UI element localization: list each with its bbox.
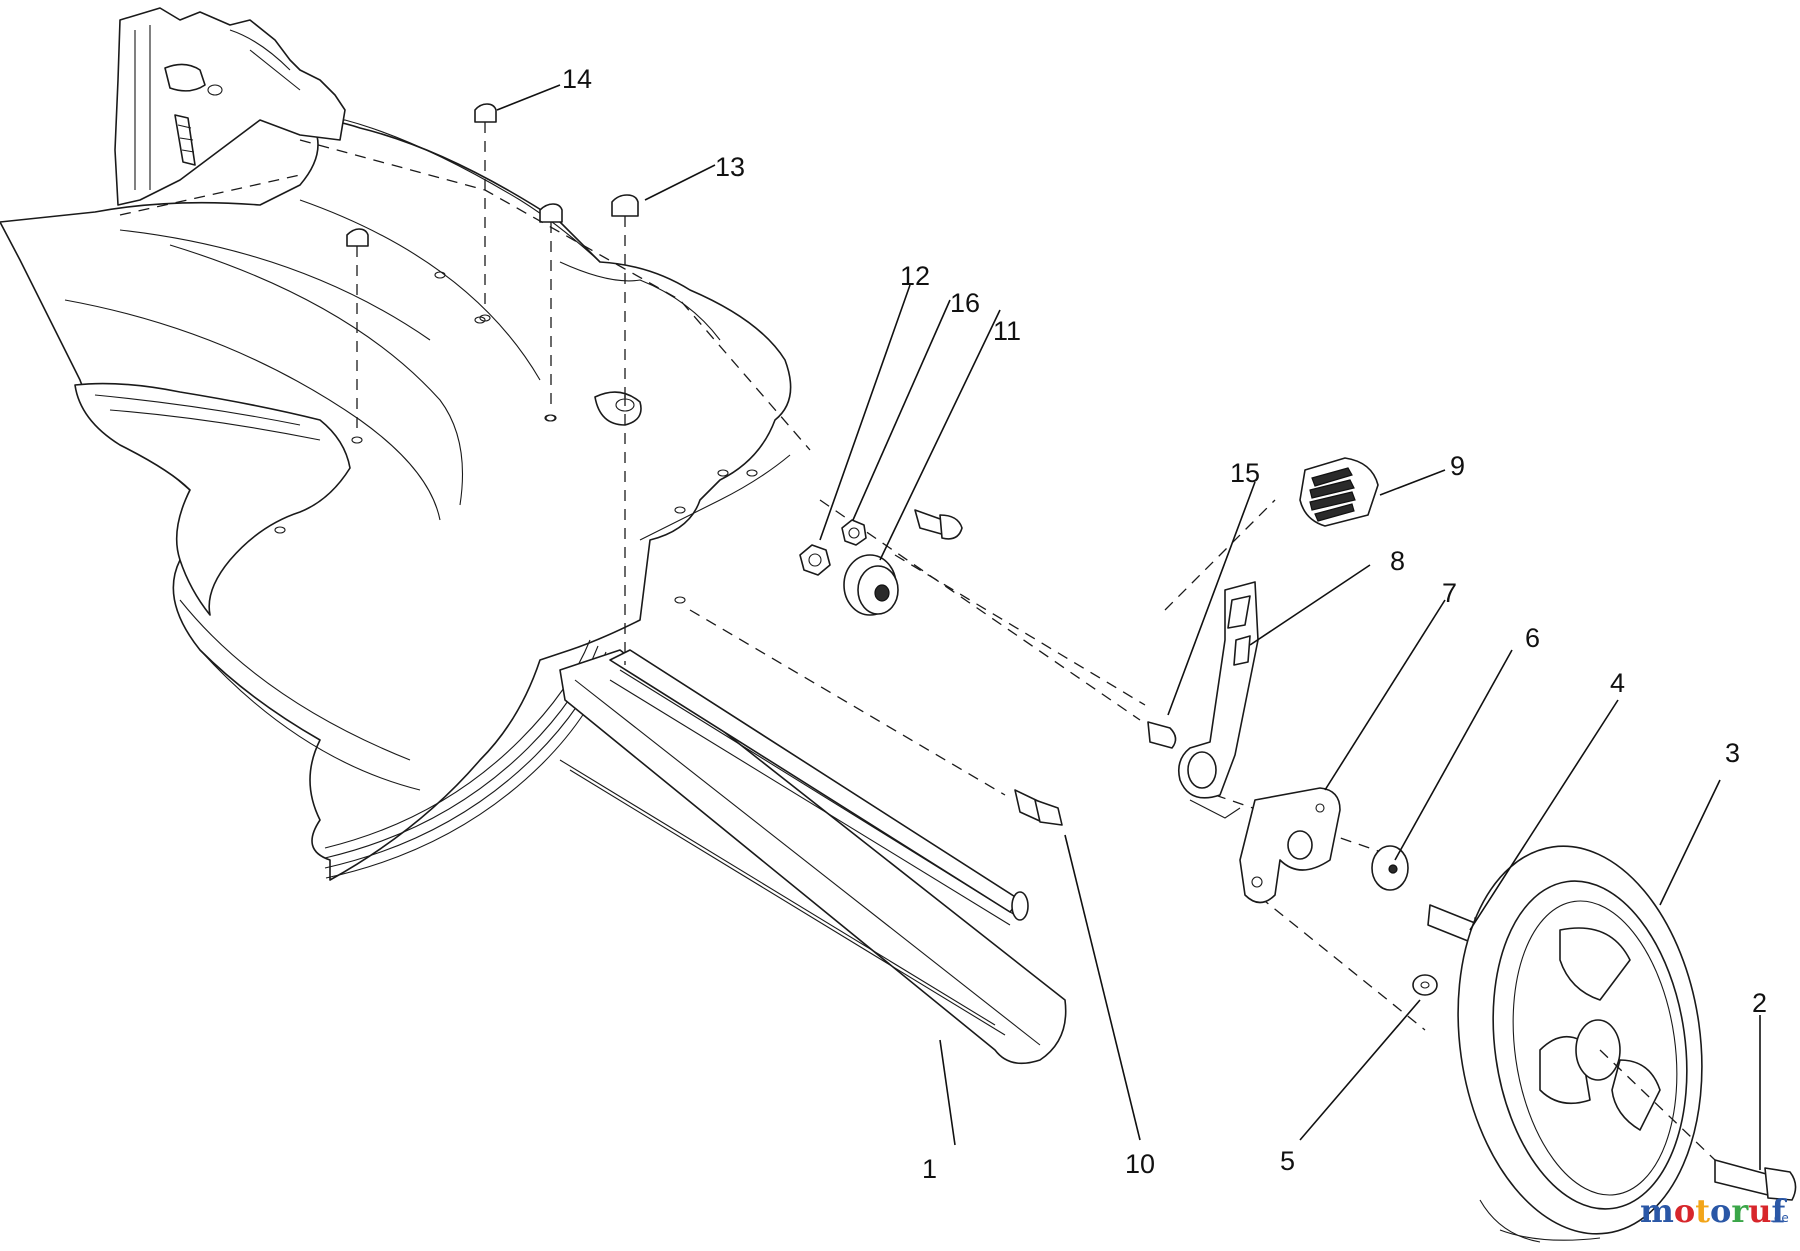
- callout-10: 10: [1125, 1149, 1155, 1179]
- bolt-upper: [914, 509, 963, 540]
- wm-suffix: .de: [1770, 1211, 1789, 1225]
- lever-knob-part-9: [1299, 457, 1379, 527]
- wm-letter-5: u: [1748, 1192, 1771, 1230]
- callout-13: 13: [715, 152, 745, 182]
- callout-14: 14: [562, 64, 592, 94]
- plug-b: [539, 203, 563, 223]
- height-lever-part-8: [1177, 581, 1259, 819]
- bolt-part-10: [1014, 789, 1063, 826]
- wheel-bolt-part-2: [1599, 1049, 1797, 1201]
- callout-1: 1: [922, 1154, 937, 1184]
- nut-part-12: [799, 544, 831, 576]
- washer-part-5: [1412, 974, 1438, 996]
- wheel-bracket-part-7: [1239, 787, 1341, 904]
- wm-letter-1: o: [1674, 1192, 1695, 1230]
- watermark-logo: motoruf .de: [1640, 1192, 1789, 1230]
- wm-letter-2: t: [1695, 1192, 1710, 1230]
- callout-4: 4: [1610, 668, 1625, 698]
- washer-part-6: [1371, 845, 1409, 891]
- callout-16: 16: [950, 288, 980, 318]
- callout-8: 8: [1390, 546, 1405, 576]
- plug-parts-13-14: [346, 103, 639, 435]
- callout-7: 7: [1442, 578, 1457, 608]
- callout-5: 5: [1280, 1146, 1295, 1176]
- nut-part-16: [841, 519, 867, 546]
- wheel-part-3: [1457, 845, 1703, 1243]
- wm-letter-3: o: [1710, 1192, 1731, 1230]
- leader-lines: [496, 84, 1761, 1170]
- callout-12: 12: [900, 261, 930, 291]
- plug-d: [346, 228, 369, 247]
- wm-letter-6: f: [1771, 1192, 1787, 1230]
- assembly-dashed-lines: [119, 139, 1426, 1031]
- pin-part-15: [1147, 721, 1177, 749]
- wm-letter-4: r: [1731, 1192, 1749, 1230]
- rear-bar-part-1: [559, 649, 1067, 1065]
- rear-housing-bracket: [114, 7, 346, 206]
- callout-3: 3: [1725, 738, 1740, 768]
- plug-c: [611, 194, 639, 217]
- callout-2: 2: [1752, 988, 1767, 1018]
- wm-letter-0: m: [1640, 1192, 1674, 1230]
- spacer-part-11: [843, 554, 899, 616]
- callout-11: 11: [993, 316, 1021, 346]
- callout-labels: 1 2 3 4 5 6 7 8 9 10 11 12 13 14 15 16: [562, 64, 1767, 1184]
- callout-6: 6: [1525, 623, 1540, 653]
- callout-15: 15: [1230, 458, 1260, 488]
- plug-a: [474, 103, 497, 123]
- callout-9: 9: [1450, 451, 1465, 481]
- svg-text:motoruf: motoruf: [1640, 1192, 1787, 1230]
